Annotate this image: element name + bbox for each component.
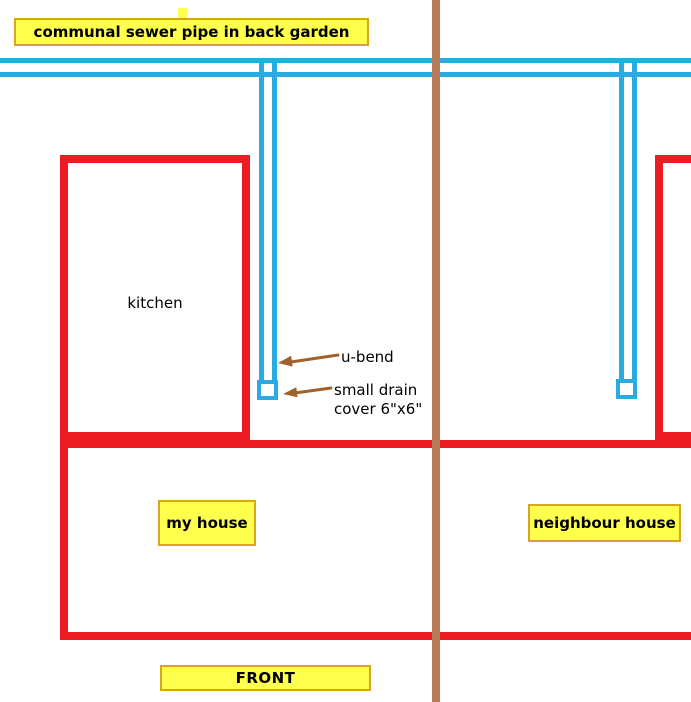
u-bend-arrow-icon [278, 353, 340, 367]
sewer-pipe-bottom-line [0, 72, 691, 77]
yellow-marker [178, 8, 187, 21]
neighbour-house-label: neighbour house [528, 504, 681, 542]
neighbour-kitchen-wall-outline [655, 155, 691, 440]
neighbour-drain-pipe-right-line [632, 60, 637, 382]
my-drain-pipe-left-line [259, 60, 264, 382]
drain-cover-label: small drain cover 6"x6" [334, 381, 423, 418]
front-label: FRONT [160, 665, 371, 691]
my-drain-pipe-right-line [272, 60, 277, 382]
kitchen-label: kitchen [127, 294, 183, 312]
drain-cover-arrow-icon [283, 386, 333, 398]
house-wall-outline [60, 440, 691, 640]
my-house-label: my house [158, 500, 256, 546]
my-drain-cover [257, 380, 278, 400]
u-bend-label: u-bend [341, 348, 394, 366]
neighbour-drain-cover [616, 379, 637, 399]
sewer-pipe-top-line [0, 58, 691, 63]
sewer-pipe-label: communal sewer pipe in back garden [14, 18, 369, 46]
kitchen-wall-outline [60, 155, 250, 440]
neighbour-drain-pipe-left-line [619, 60, 624, 382]
property-boundary-line [432, 0, 440, 702]
